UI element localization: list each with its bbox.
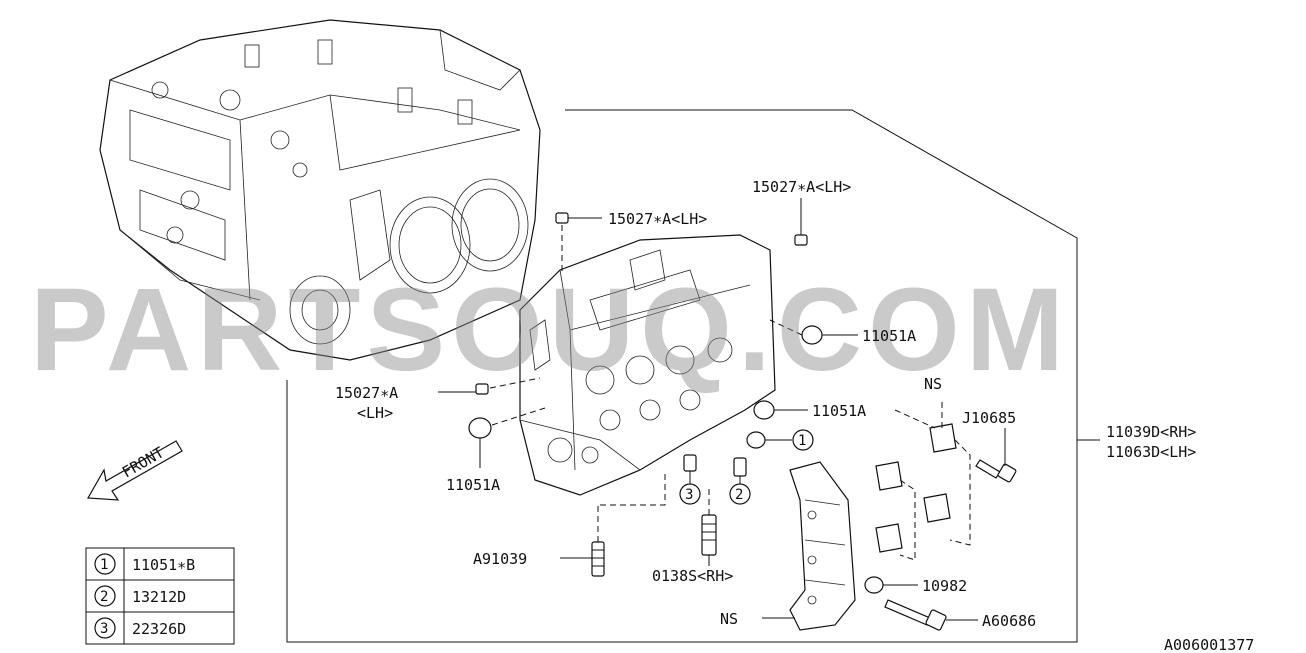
seal-callout-1-part	[746, 431, 792, 449]
label-11051a-right: 11051A	[862, 327, 916, 345]
stud-0138s	[701, 485, 717, 566]
front-arrow: FRONT	[87, 440, 183, 501]
legend-row-3: 3 22326D	[94, 617, 186, 639]
label-15027a-mid: 15027∗A<LH>	[608, 210, 707, 228]
svg-text:2: 2	[735, 487, 743, 503]
seal-11051a-right	[769, 319, 858, 345]
legend-row-2: 2 13212D	[94, 585, 186, 607]
svg-text:1: 1	[100, 557, 108, 573]
camshaft-cap-bracket	[762, 461, 856, 631]
svg-text:1: 1	[798, 433, 806, 449]
stud-a91039	[560, 505, 605, 577]
label-11051a-left: 11051A	[446, 476, 500, 494]
dowel-pins	[600, 454, 747, 506]
seal-11051a-mid	[753, 400, 808, 420]
assembly-frame-lines	[286, 109, 1100, 643]
svg-text:11051∗B: 11051∗B	[132, 556, 195, 574]
cylinder-head-drawing	[519, 234, 776, 496]
label-a60686: A60686	[982, 612, 1036, 630]
label-ns-bottom: NS	[720, 610, 738, 628]
plug-15027-top	[794, 198, 808, 246]
svg-text:3: 3	[100, 621, 108, 637]
label-11039d-rh: 11039D<RH>	[1106, 423, 1196, 441]
label-15027a-left-line2: <LH>	[357, 404, 393, 422]
callout-1: 1	[792, 429, 814, 451]
engine-block-drawing	[99, 19, 541, 361]
bolt-a60686	[884, 599, 978, 631]
front-label: FRONT	[119, 443, 167, 481]
svg-text:3: 3	[685, 487, 693, 503]
camshaft-caps	[875, 400, 971, 561]
label-ns-top: NS	[924, 375, 942, 393]
label-11051a-mid: 11051A	[812, 402, 866, 420]
callout-2: 2	[729, 483, 751, 505]
svg-text:2: 2	[100, 589, 108, 605]
label-0138s-rh: 0138S<RH>	[652, 567, 733, 585]
label-10982: 10982	[922, 577, 967, 595]
callout-3: 3	[679, 483, 701, 505]
drawing-id: A006001377	[1164, 636, 1254, 653]
plug-15027-mid	[555, 212, 602, 275]
watermark: PARTSOUQ.COM	[30, 264, 1070, 396]
svg-text:13212D: 13212D	[132, 588, 186, 606]
label-a91039: A91039	[473, 550, 527, 568]
label-15027a-top: 15027∗A<LH>	[752, 178, 851, 196]
legend-row-1: 1 11051∗B	[94, 553, 195, 575]
svg-text:22326D: 22326D	[132, 620, 186, 638]
label-11063d-lh: 11063D<LH>	[1106, 443, 1196, 461]
label-15027a-left-line1: 15027∗A	[335, 384, 398, 402]
seal-10982	[864, 576, 918, 594]
plug-15027-left	[438, 377, 541, 395]
bolt-j10685	[975, 428, 1017, 483]
seal-11051a-left	[468, 407, 546, 468]
legend-table: 1 11051∗B 2 13212D 3 22326D	[85, 547, 235, 645]
label-j10685: J10685	[962, 409, 1016, 427]
